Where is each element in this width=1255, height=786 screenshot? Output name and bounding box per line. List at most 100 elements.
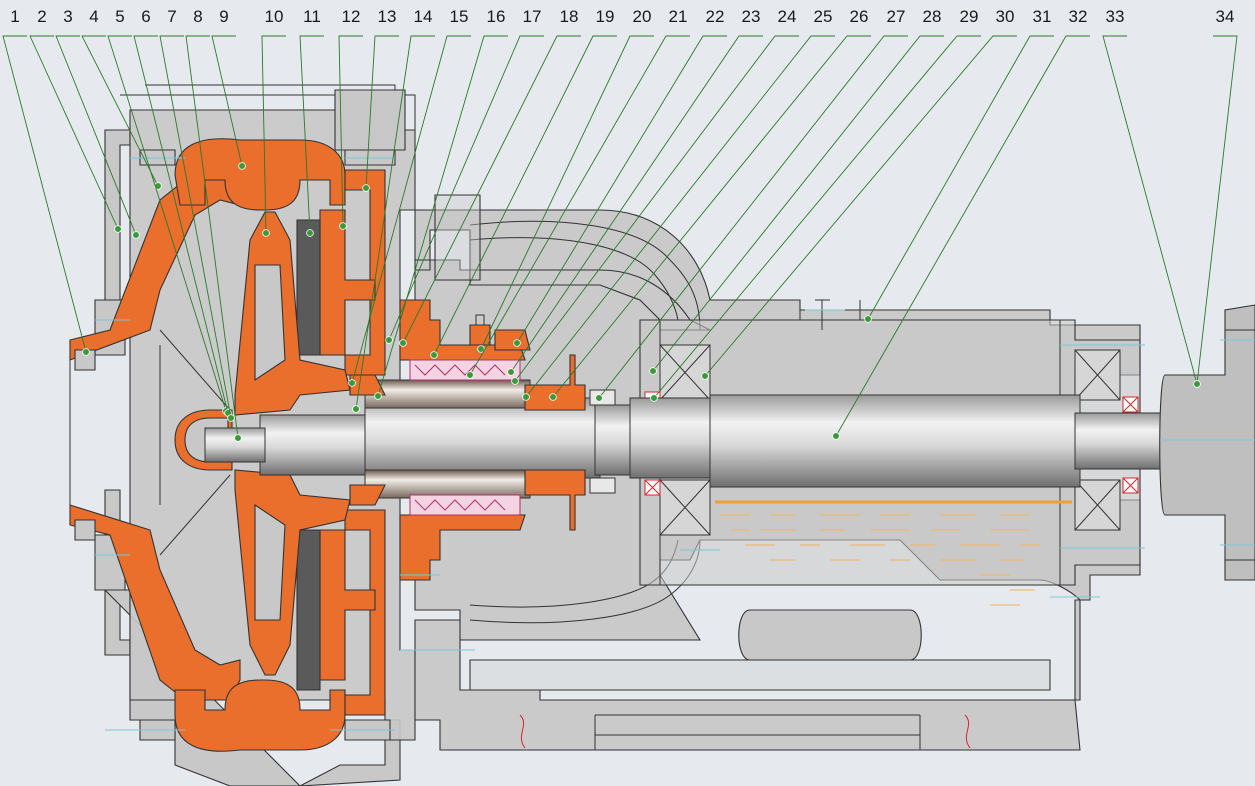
part-number-label: 29 (960, 7, 979, 26)
leader-dot (399, 339, 407, 347)
leader-line (388, 35, 544, 341)
leader-line (185, 35, 239, 439)
leader-dot (82, 348, 90, 356)
leader-line (81, 35, 159, 187)
leader-line (377, 35, 508, 397)
part-number-label: 30 (996, 7, 1015, 26)
leader-line (835, 35, 1090, 437)
leader-dot (234, 434, 242, 442)
leader-dot (507, 368, 515, 376)
part-number-label: 32 (1069, 7, 1088, 26)
leader-dot (430, 351, 438, 359)
part-number-label: 14 (414, 7, 433, 26)
leader-line (2, 35, 87, 353)
part-number-label: 10 (265, 7, 284, 26)
leader-line (261, 35, 286, 234)
leader-line (211, 35, 243, 167)
part-number-label: 24 (778, 7, 797, 26)
leader-dot (374, 392, 382, 400)
part-number-label: 7 (167, 7, 176, 26)
leader-dot (227, 414, 235, 422)
leader-line (365, 35, 399, 189)
centre-lines (95, 157, 1255, 731)
impeller (159, 211, 351, 676)
part-number-label: 11 (303, 7, 321, 26)
leader-dot (262, 229, 270, 237)
part-number-label: 28 (923, 7, 942, 26)
part-number-label: 16 (487, 7, 506, 26)
leader-dot (513, 339, 521, 347)
leader-line (867, 35, 1054, 320)
leader-dot (466, 371, 474, 379)
leader-line (351, 35, 471, 384)
leader-line (299, 35, 324, 234)
packing-gland (399, 299, 531, 581)
leader-dot (339, 222, 347, 230)
leader-dot (154, 182, 162, 190)
part-number-label: 26 (850, 7, 869, 26)
part-number-label: 5 (115, 7, 124, 26)
leader-dot (650, 394, 658, 402)
leader-line (355, 35, 435, 410)
leader-line (510, 35, 763, 373)
oil-level (715, 500, 1072, 606)
part-number-label: 15 (450, 7, 469, 26)
leader-line (159, 35, 232, 419)
leader-line (652, 35, 944, 372)
leader-line (133, 35, 229, 414)
leader-dot (832, 432, 840, 440)
coupling (1159, 304, 1255, 581)
part-number-label: 19 (596, 7, 615, 26)
part-number-label: 20 (633, 7, 652, 26)
shaft-sleeve (349, 374, 531, 506)
leader-line (402, 35, 581, 344)
leader-dot (595, 394, 603, 402)
leader-dot (477, 345, 485, 353)
leader-line (1196, 35, 1238, 385)
part-number-label: 25 (814, 7, 833, 26)
leader-dot (549, 393, 557, 401)
part-number-label: 21 (669, 7, 688, 26)
part-number-label: 9 (219, 7, 228, 26)
part-number-label: 23 (742, 7, 761, 26)
part-number-label: 4 (89, 7, 98, 26)
leader-line (107, 35, 227, 412)
inlet-throat (69, 345, 161, 541)
part-number-label: 13 (378, 7, 397, 26)
leader-line (469, 35, 690, 376)
part-number-label: 12 (342, 7, 361, 26)
liner (296, 219, 321, 691)
leader-line (514, 35, 799, 382)
leader-dot (352, 405, 360, 413)
leader-line (653, 35, 981, 399)
leader-line (598, 35, 908, 399)
leader-dot (864, 315, 872, 323)
leader-line (29, 35, 119, 230)
volute-casing (69, 138, 386, 752)
leader-dot (238, 162, 246, 170)
leader-dot (385, 336, 393, 344)
part-number-label: 33 (1106, 7, 1125, 26)
leader-line (704, 35, 1017, 377)
leader-dot (132, 231, 140, 239)
part-number-label: 31 (1033, 7, 1052, 26)
leader-line (1102, 35, 1198, 385)
leader-line (525, 35, 835, 398)
leader-line (516, 35, 727, 344)
part-number-label: 22 (706, 7, 725, 26)
part-number-label: 2 (37, 7, 46, 26)
leader-line (552, 35, 871, 398)
part-number-label: 1 (10, 7, 19, 26)
part-number-label: 6 (141, 7, 150, 26)
gland-cover (524, 354, 616, 531)
bearings (644, 344, 1139, 536)
leader-line (55, 35, 137, 236)
leader-dot (511, 377, 519, 385)
leader-dot (114, 225, 122, 233)
leader-dot (649, 367, 657, 375)
leader-line (480, 35, 654, 350)
leader-line (433, 35, 617, 356)
